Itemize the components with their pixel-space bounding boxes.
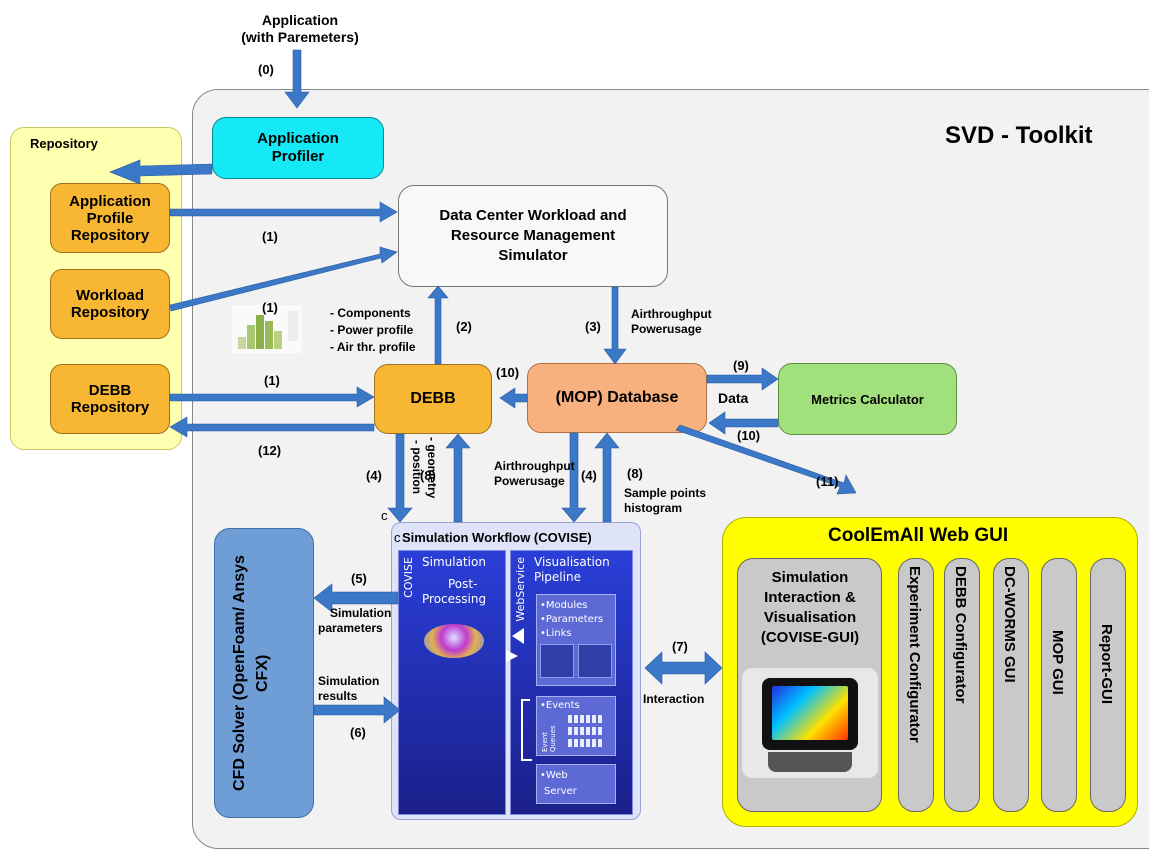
step-12: (12) xyxy=(258,443,282,458)
step-1c: (1) xyxy=(264,373,280,388)
step-10a: (10) xyxy=(496,365,520,380)
visualisation-thumbnail xyxy=(424,624,484,658)
note-air-profile: - Air thr. profile xyxy=(330,340,416,354)
report-gui-label: Report-GUI xyxy=(1098,624,1115,704)
note-sim-params-1: Simulation xyxy=(330,606,392,620)
event-queue-3 xyxy=(568,739,604,747)
workload-repository[interactable]: Workload Repository xyxy=(50,269,170,339)
step-0: (0) xyxy=(258,62,274,77)
cfd-solver[interactable] xyxy=(214,528,314,818)
note-sim-results-1: Simulation xyxy=(318,674,380,688)
note-airthroughput-top: Airthroughput xyxy=(631,307,712,321)
note-powerusage-bottom: Powerusage xyxy=(494,474,565,488)
note-power-profile: - Power profile xyxy=(330,323,414,337)
parameters-text: •Parameters xyxy=(540,614,604,625)
simulation-text: Simulation xyxy=(422,555,486,569)
note-histogram: histogram xyxy=(624,501,683,515)
note-position: - position xyxy=(410,440,424,494)
webservice-vertical-label: WebService xyxy=(514,557,527,622)
pipeline-map-left xyxy=(540,644,574,678)
note-interaction: Interaction xyxy=(643,692,705,706)
tablet-display xyxy=(772,686,848,740)
workflow-title: Simulation Workflow (COVISE) xyxy=(402,530,592,545)
note-components: - Components xyxy=(330,306,411,320)
experiment-configurator[interactable] xyxy=(898,558,934,812)
pipeline-map-right xyxy=(578,644,612,678)
dc-worms-gui[interactable] xyxy=(993,558,1029,812)
metrics-calculator[interactable]: Metrics Calculator xyxy=(778,363,957,435)
debb-repository[interactable]: DEBB Repository xyxy=(50,364,170,434)
cut-letter-2: c xyxy=(394,530,401,545)
profile-histogram-icon xyxy=(232,305,302,353)
server-text: Server xyxy=(544,786,577,797)
step-10b: (10) xyxy=(737,428,761,443)
dc-worms-gui-label: DC-WORMS GUI xyxy=(1001,566,1018,683)
metrics-calculator-label: Metrics Calculator xyxy=(811,391,924,407)
step-4a: (4) xyxy=(366,468,382,483)
step-1b: (1) xyxy=(262,300,278,315)
covise-vertical-label: COVISE xyxy=(402,557,415,598)
step-2: (2) xyxy=(456,319,472,334)
workload-repository-label: Workload Repository xyxy=(70,287,150,321)
cut-letter-1: c xyxy=(381,508,388,523)
sim-vis-gui-label: Simulation Interaction & Visualisation (… xyxy=(760,569,860,646)
debb-node[interactable]: DEBB xyxy=(374,364,492,434)
app-profile-repository-label: Application Profile Repository xyxy=(69,192,151,244)
app-profile-repository[interactable]: Application Profile Repository xyxy=(50,183,170,253)
mop-gui-label: MOP GUI xyxy=(1049,630,1066,695)
vis-pipeline-text-2: Pipeline xyxy=(534,570,581,584)
post-processing-text-1: Post- xyxy=(448,577,478,591)
input-application-label: Application (with Paremeters) xyxy=(215,12,385,46)
web-text: •Web xyxy=(540,770,568,781)
step-4b: (4) xyxy=(581,468,597,483)
mop-database-label: (MOP) Database xyxy=(555,389,679,406)
mop-gui[interactable] xyxy=(1041,558,1077,812)
step-3: (3) xyxy=(585,319,601,334)
debb-configurator[interactable] xyxy=(944,558,980,812)
events-text: •Events xyxy=(540,700,580,711)
debb-label: DEBB xyxy=(410,390,456,407)
mop-database[interactable]: (MOP) Database xyxy=(527,363,707,433)
cfd-solver-label: CFD Solver (OpenFoam/ Ansys CFX) xyxy=(231,555,271,791)
workflow-simulation-panel xyxy=(398,550,506,815)
svd-toolkit-title: SVD - Toolkit xyxy=(945,122,1093,149)
modules-text: •Modules xyxy=(540,600,588,611)
step-8b: (8) xyxy=(627,466,643,481)
note-sim-params-2: parameters xyxy=(318,621,383,635)
repository-label: Repository xyxy=(30,136,98,151)
application-profiler-label: Application Profiler xyxy=(257,130,339,165)
workload-simulator-label: Data Center Workload and Resource Manage… xyxy=(439,207,627,264)
vis-pipeline-text-1: Visualisation xyxy=(534,555,610,569)
web-gui-title: CoolEmAll Web GUI xyxy=(828,525,1009,546)
data-label: Data xyxy=(718,390,749,406)
step-5: (5) xyxy=(351,571,367,586)
post-processing-text-2: Processing xyxy=(422,592,487,606)
report-gui[interactable] xyxy=(1090,558,1126,812)
event-queue-2 xyxy=(568,727,604,735)
step-7: (7) xyxy=(672,639,688,654)
debb-repository-label: DEBB Repository xyxy=(70,382,150,416)
event-queue-1 xyxy=(568,715,604,723)
input-line-1: Application xyxy=(261,12,339,28)
note-sim-results-2: results xyxy=(318,689,358,703)
links-text: •Links xyxy=(540,628,572,639)
step-1a: (1) xyxy=(262,229,278,244)
note-sample-points: Sample points xyxy=(624,486,707,500)
note-powerusage-top: Powerusage xyxy=(631,322,702,336)
note-airthroughput-bottom: Airthroughput xyxy=(494,459,575,473)
input-line-2: (with Paremeters) xyxy=(241,29,359,45)
step-6: (6) xyxy=(350,725,366,740)
tablet-base xyxy=(768,752,852,772)
step-11: (11) xyxy=(816,474,839,489)
application-profiler[interactable]: Application Profiler xyxy=(212,117,384,179)
step-9: (9) xyxy=(733,358,749,373)
event-queues-text: Event Queues xyxy=(541,725,557,752)
step-8a: (8) xyxy=(420,468,436,483)
web-server-box xyxy=(536,764,616,804)
debb-configurator-label: DEBB Configurator xyxy=(952,566,969,704)
workload-simulator[interactable]: Data Center Workload and Resource Manage… xyxy=(398,185,668,287)
experiment-configurator-label: Experiment Configurator xyxy=(906,566,923,743)
note-geometry: - geometry xyxy=(425,437,439,499)
